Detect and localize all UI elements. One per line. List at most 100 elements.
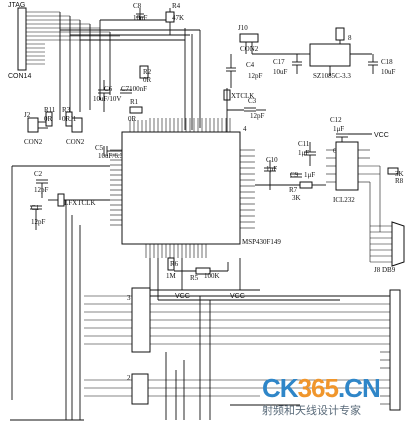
jtag-label: JTAG [8,2,25,9]
watermark-part-b: 365 [298,373,339,403]
r7-label: R7 [289,186,298,194]
lfxtclk-crystal [48,193,110,207]
r1-value: 0R [128,115,137,123]
r11-value: 0R [44,115,53,123]
c11-value: 1μF [298,149,309,157]
c11-label: C11 [298,140,310,148]
regulator-pin: 8 [348,34,352,42]
r4-value: 47K [172,14,184,22]
db9-connector [369,166,405,267]
c7-label: C7100nF [121,85,147,93]
c5-capacitor [103,146,122,156]
c18-value: 10uF [381,68,396,76]
watermark-part-a: CK [262,373,299,403]
buffer-u2 [84,373,390,405]
buffer-u3 [84,287,390,353]
r3-value: 0RJ1 [62,115,77,123]
c11-capacitor [304,142,316,166]
r3-label: R3 [62,106,71,114]
r2-resistor [139,65,149,79]
r5-resistor [174,262,229,275]
c12-label: C12 [330,116,342,124]
mcu-msp430f149 [110,118,255,258]
mcu-pin4-label: 4 [243,125,247,133]
c8-value: 10nF [133,14,148,22]
output-connector [380,289,401,411]
c5-value: 10uF/6.3V [98,152,128,160]
c1-label: C1 [31,204,40,212]
watermark-logo: CK365.CN 射频和天线设计专家 [262,373,381,417]
svg-text:CK365.CN: CK365.CN [262,373,380,403]
jtag-connector [17,7,130,71]
r11-label: R11 [44,106,56,114]
c3-label: C3 [248,97,257,105]
r11-resistor [45,111,53,127]
c2-capacitor [36,179,48,198]
vcc-label-3: VCC [175,293,190,300]
db9-label: J8 DB9 [374,266,396,274]
c18-capacitor [368,54,378,74]
c3-capacitor [227,107,266,112]
c9-label: C9 [290,171,299,179]
vcc-label-1: VCC [374,132,389,139]
r4-label: R4 [172,2,181,10]
c2-value: 12pF [34,186,49,194]
c17-value: 10uF [273,68,288,76]
c4-value: 12pF [248,72,263,80]
watermark-subtitle: 射频和天线设计专家 [262,403,361,417]
r6-value: 1M [166,272,177,280]
regulator-sz1085 [300,27,372,76]
c9-capacitor [290,173,302,178]
r1-label: R1 [130,98,139,106]
icl232-chip [326,141,380,191]
c10-label: C10 [266,156,278,164]
c10-value: 1μF [266,165,277,173]
r5-value: 100K [204,272,220,280]
lfxtclk-label: LFXTCLK [64,199,96,207]
r8-value: 3K [395,170,404,178]
r7-resistor [255,181,326,189]
regulator-label: SZ1085C-3.3 [313,72,351,80]
r4-resistor [165,11,175,23]
c6-label: C6 [104,85,113,93]
c1-capacitor [30,205,42,230]
c10-capacitor [264,160,276,190]
c18-label: C18 [381,58,393,66]
c6-capacitor [98,80,110,112]
c17-capacitor [292,54,302,74]
c4-capacitor [226,54,236,88]
ic6-label: 6 [333,147,337,155]
mcu-label: MSP430F149 [242,238,281,246]
con2-mid-label: CON2 [66,138,85,146]
c6-value: 10uF/10V [93,95,121,103]
c12-capacitor [336,133,372,142]
xtclk-label: XTCLK [231,92,254,100]
r1-resistor [129,106,143,114]
watermark-part-c: .CN [338,373,380,403]
r7-value: 3K [292,194,301,202]
c8-label: C8 [133,2,142,10]
c1-value: 12pF [31,218,46,226]
r8-resistor [387,167,399,175]
u2-label: 2 [127,374,131,382]
c17-label: C17 [273,58,285,66]
c9-value: 1μF [304,171,315,179]
c2-label: C2 [34,170,43,178]
j2-label: J2 [24,111,31,119]
c8-capacitor [136,13,144,18]
vcc-label-2: VCC [230,293,245,300]
con2-left-label: CON2 [24,138,43,146]
c7-capacitor [120,89,132,94]
c5-label: C5 [95,144,104,152]
con2-top-label: CON2 [240,45,259,53]
r3-resistor [65,111,83,133]
r8-label: R8 [395,177,404,185]
con14-label: CON14 [8,73,31,80]
r6-resistor [167,257,175,271]
r5-label: R5 [190,274,199,282]
j10-connector [239,33,300,55]
r6-label: R6 [170,260,179,268]
icl232-label: ICL232 [333,196,355,204]
u3-label: 3 [127,294,131,302]
